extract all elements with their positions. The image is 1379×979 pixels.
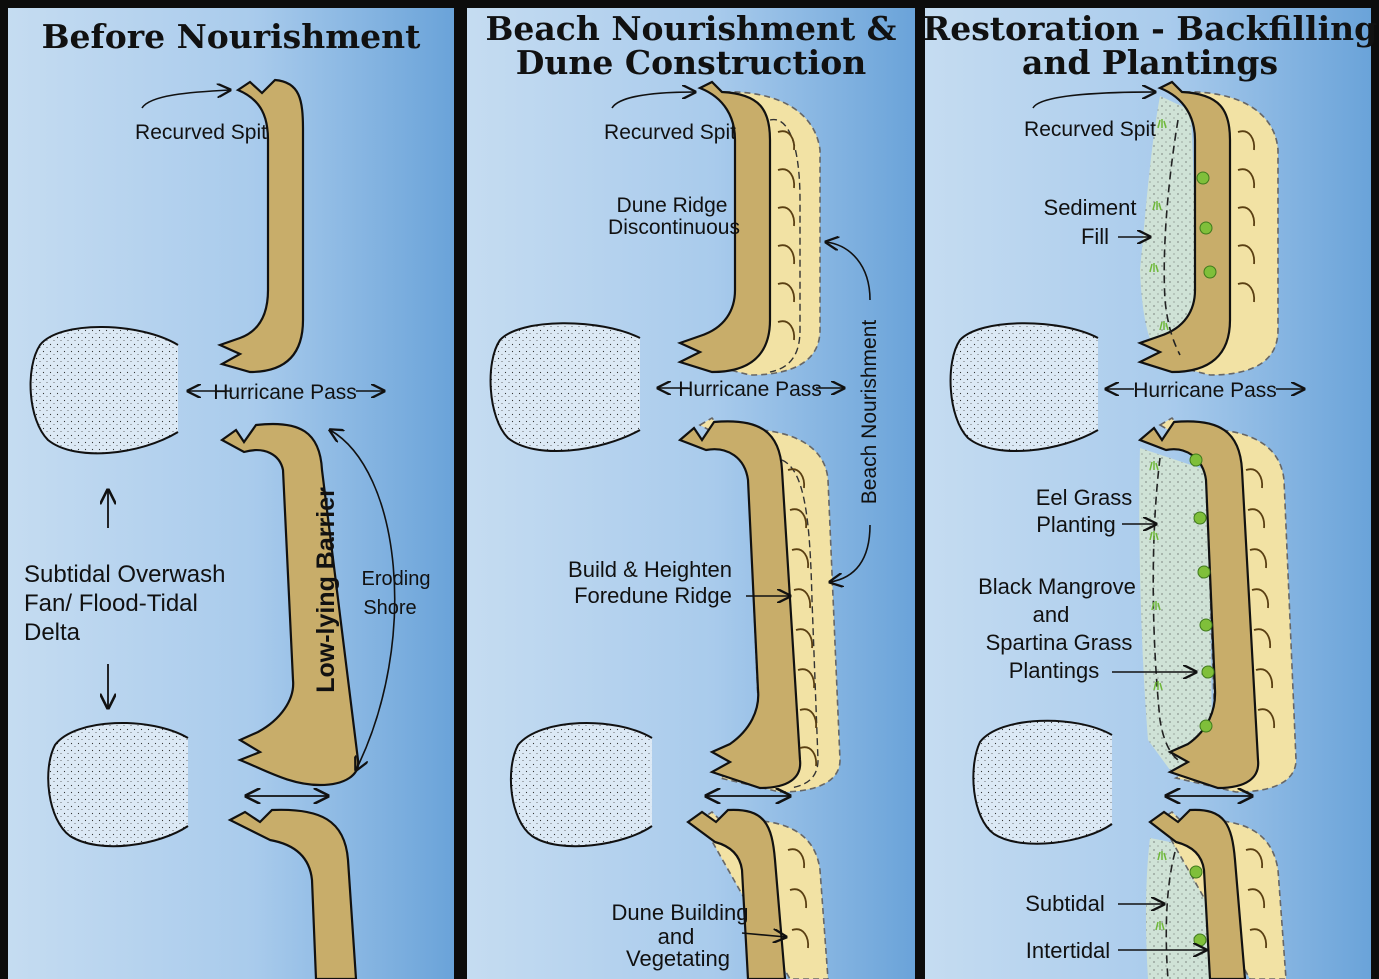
flood-tidal-delta-lobe xyxy=(491,323,640,451)
label-subtidal: Subtidal xyxy=(1025,891,1105,916)
label-intertidal: Intertidal xyxy=(1026,938,1110,963)
sediment-fill-area xyxy=(1139,448,1212,770)
label-overwash-2: Fan/ Flood-Tidal xyxy=(24,590,198,617)
label-fill: Fill xyxy=(1081,224,1109,249)
label-foredune-ridge: Foredune Ridge xyxy=(574,583,732,608)
panel-title-line-2: Dune Construction xyxy=(516,43,866,82)
label-vegetating: Vegetating xyxy=(626,946,730,971)
label-recurved-spit: Recurved Spit xyxy=(604,121,736,144)
label-hurricane-pass: Hurricane Pass xyxy=(678,378,822,401)
label-overwash-3: Delta xyxy=(24,619,81,646)
panel-title: Before Nourishment xyxy=(42,17,422,56)
flood-tidal-delta-lobe xyxy=(511,723,652,846)
label-black-mangrove: Black Mangrove xyxy=(978,574,1136,599)
label-overwash-1: Subtidal Overwash xyxy=(24,561,225,588)
label-low-lying-barrier: Low-lying Barrier xyxy=(312,487,340,693)
flood-tidal-delta-lobe xyxy=(31,327,178,453)
label-shore: Shore xyxy=(363,597,416,619)
label-dune-building: Dune Building xyxy=(612,900,749,925)
panel-restoration: Restoration - Backfilling and Plantings xyxy=(923,8,1377,979)
label-recurved-spit: Recurved Spit xyxy=(135,121,267,144)
label-recurved-spit: Recurved Spit xyxy=(1024,118,1156,141)
label-eel-grass: Eel Grass xyxy=(1036,485,1133,510)
label-sediment: Sediment xyxy=(1044,195,1137,220)
flood-tidal-delta-lobe xyxy=(951,323,1098,451)
label-dune-ridge: Dune Ridge xyxy=(617,194,728,217)
label-spartina-grass: Spartina Grass xyxy=(986,630,1133,655)
panel-beach-nourishment: Beach Nourishment & Dune Construction xyxy=(467,8,915,979)
label-discontinuous: Discontinuous xyxy=(608,216,740,239)
panel-before-nourishment: Before Nourishment Recurved Spit Hurrica… xyxy=(8,8,454,979)
label-hurricane-pass: Hurricane Pass xyxy=(213,381,357,404)
flood-tidal-delta-lobe xyxy=(973,721,1112,844)
label-eroding: Eroding xyxy=(362,568,431,590)
label-and: and xyxy=(1033,602,1070,627)
label-beach-nourishment: Beach Nourishment xyxy=(858,320,881,505)
flood-tidal-delta-lobe xyxy=(48,723,188,846)
label-build-heighten: Build & Heighten xyxy=(568,557,732,582)
label-planting: Planting xyxy=(1036,512,1116,537)
panel-title-line-2: and Plantings xyxy=(1022,43,1278,82)
label-hurricane-pass: Hurricane Pass xyxy=(1133,379,1277,402)
label-plantings: Plantings xyxy=(1009,658,1100,683)
